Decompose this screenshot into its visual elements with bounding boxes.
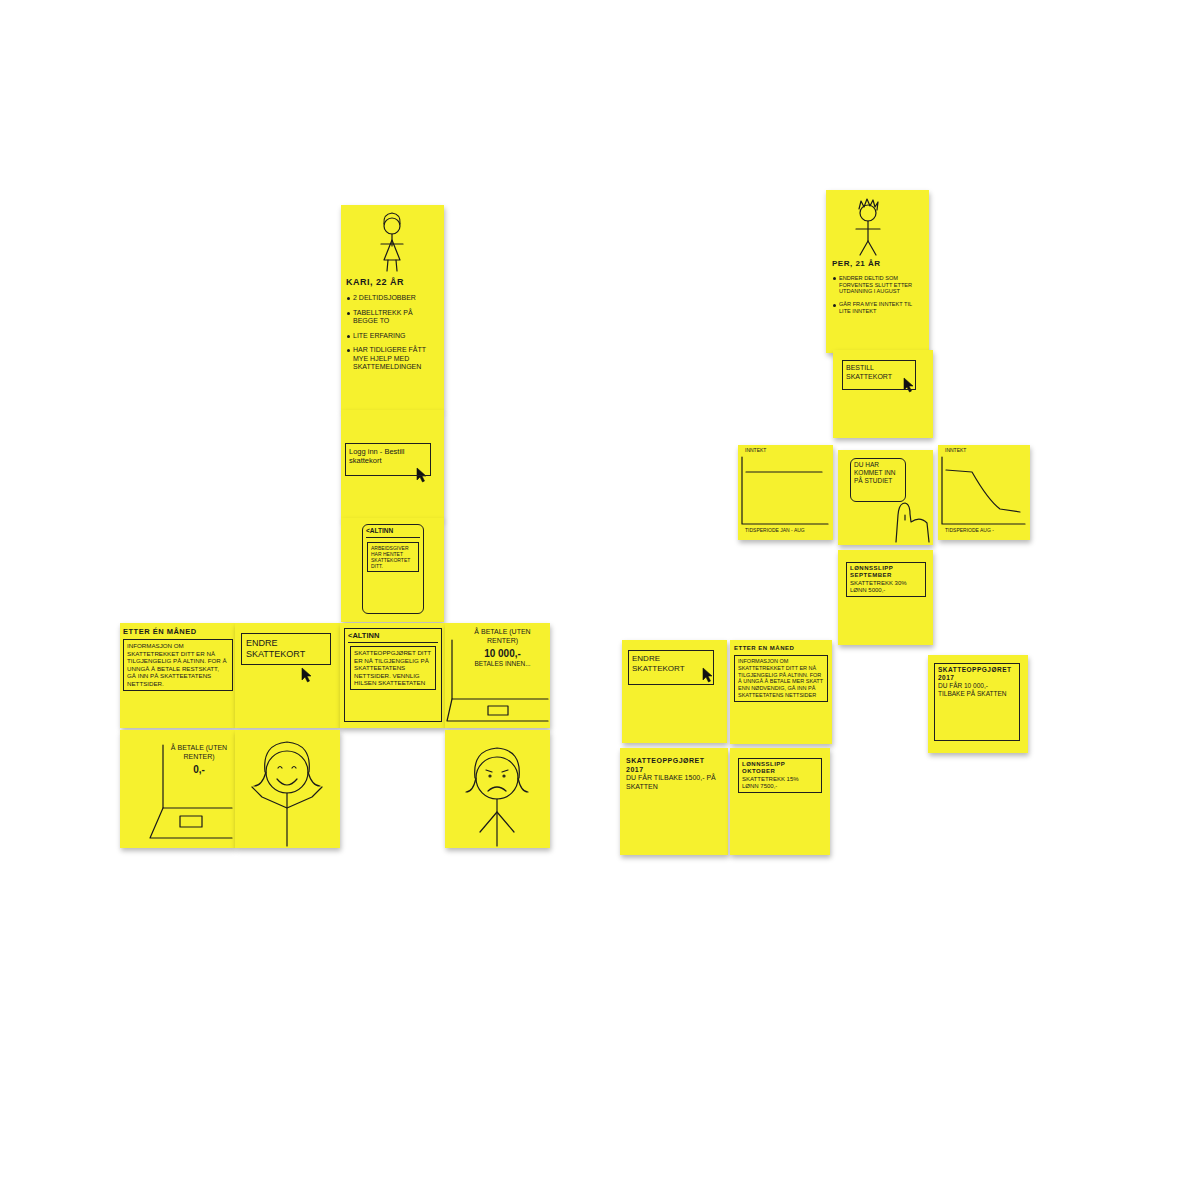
note-text: INFORMASJON OM SKATTETREKKET DITT ER NÅ …	[127, 642, 229, 687]
note-text: Å BETALE (UTEN RENTER)	[168, 744, 230, 761]
note-text: TABELLTREKK PÅ BEGGE TO	[346, 309, 439, 326]
laptop-sketch	[447, 640, 548, 721]
note-text: ARBEIDSGIVER HAR HENTET SKATTEKORTET DIT…	[371, 545, 415, 569]
axis-label: TIDSPERIODE JAN - AUG	[745, 528, 805, 534]
altinn-screen: <ALTINN SKATTEOPPGJØRET DITT ER NÅ TILGJE…	[344, 628, 442, 722]
sticky-note	[833, 350, 933, 438]
kari-figure	[381, 213, 403, 271]
message-box: INFORMASJON OM SKATTETREKKET DITT ER NÅ …	[123, 639, 233, 690]
change-button: ENDRE SKATTEKORT	[628, 650, 714, 685]
note-text: SKATTEOPPGJØRET DITT ER NÅ TILGJENGELIG …	[354, 649, 432, 687]
happy-face-figure	[252, 742, 322, 846]
note-text: LITE ERFARING	[346, 332, 439, 341]
sticky-note	[235, 730, 340, 848]
sticky-note	[838, 450, 933, 545]
mouse-cursor	[703, 668, 712, 682]
sticky-note	[738, 445, 833, 540]
message-box: SKATTEOPPGJØRET DITT ER NÅ TILGJENGELIG …	[350, 646, 436, 690]
note-text: 2 DELTIDSJOBBER	[346, 294, 439, 303]
note-text: BESTILL SKATTEKORT	[846, 364, 903, 381]
note-text: PER, 21 ÅR	[832, 259, 925, 269]
sticky-note	[826, 190, 929, 353]
note-text: HAR TIDLIGERE FÅTT MYE HJELP MED SKATTEM…	[346, 346, 439, 372]
note-text: ETTER ÉN MÅNED	[123, 627, 233, 636]
payslip-box: LØNNSSLIPP SEPTEMBERSKATTETREKK 30%LØNN …	[846, 562, 926, 597]
laptop-screen-text: Å BETALE (UTEN RENTER) 10 000,-BETALES IN…	[459, 628, 546, 668]
sad-face-figure	[466, 748, 528, 846]
hand-sketch	[896, 503, 929, 542]
note-text: SKATTETREKK 15%	[742, 776, 818, 783]
note-text: SKATTEOPPGJØRET 2017	[626, 757, 722, 774]
mouse-cursor	[302, 668, 311, 682]
phone-screen: <ALTINN ARBEIDSGIVER HAR HENTET SKATTEKOR…	[362, 524, 424, 614]
note: ETTER ÉN MÅNED INFORMASJON OM SKATTETREKK…	[123, 627, 233, 691]
change-button: ENDRE SKATTEKORT	[241, 633, 331, 665]
note-text: ENDRE SKATTEKORT	[246, 638, 326, 660]
order-button: BESTILL SKATTEKORT	[842, 360, 916, 390]
message-box: ARBEIDSGIVER HAR HENTET SKATTEKORTET DIT…	[367, 542, 419, 572]
laptop-screen-text: Å BETALE (UTEN RENTER) 0,-	[168, 744, 230, 776]
sticky-note	[938, 445, 1030, 540]
note-text: LØNNSSLIPP SEPTEMBER	[850, 565, 922, 580]
note-text: GÅR FRA MYE INNTEKT TIL LITE INNTEKT	[832, 301, 925, 315]
sticky-note	[838, 550, 933, 645]
message-box: INFORMASJON OM SKATTETREKKET DITT ER NÅ …	[734, 655, 828, 701]
note-text: LØNN 7500,-	[742, 783, 818, 790]
sticky-note	[445, 730, 550, 848]
tax-settlement-box: SKATTEOPPGJØRET 2017DU FÅR 10 000,- TILB…	[934, 663, 1020, 741]
note-text: <ALTINN	[366, 527, 420, 538]
axis-label: INNTEKT	[745, 448, 766, 454]
note-text: DU FÅR 10 000,- TILBAKE PÅ SKATTEN	[938, 682, 1016, 698]
mouse-cursor	[417, 468, 426, 482]
phone-screen: DU HAR KOMMET INN PÅ STUDIET	[850, 458, 906, 502]
laptop-sketch	[150, 745, 232, 838]
note-text: KARI, 22 ÅR	[346, 277, 439, 288]
login-button: Logg inn - Bestill skattekort	[345, 443, 431, 476]
note-text: Å BETALE (UTEN RENTER)	[459, 628, 546, 645]
note-text: DU FÅR TILBAKE 1500,- PÅ SKATTEN	[626, 774, 722, 791]
note-text: 0,-	[168, 764, 230, 776]
note-text: BETALES INNEN...	[459, 660, 546, 668]
note-text: Logg inn - Bestill skattekort	[349, 447, 414, 465]
income-graph	[742, 457, 828, 524]
sticky-note	[341, 205, 444, 411]
sticky-note	[620, 748, 728, 855]
persona-note: PER, 21 ÅR ENDRER DELTID SOM FORVENTES SL…	[832, 259, 925, 315]
note-text: ETTER EN MÅNED	[734, 645, 828, 652]
note-text: SKATTETREKK 30%	[850, 580, 922, 587]
note: ETTER EN MÅNED INFORMASJON OM SKATTETREKK…	[734, 645, 828, 702]
axis-label: INNTEKT	[945, 448, 966, 454]
note-text: LØNNSSLIPP OKTOBER	[742, 761, 818, 776]
note-text: 10 000,-	[459, 648, 546, 660]
note-text: ENDRER DELTID SOM FORVENTES SLUTT ETTER …	[832, 275, 925, 295]
per-figure	[856, 199, 880, 255]
note-text: <ALTINN	[348, 631, 438, 643]
tax-settlement-note: SKATTEOPPGJØRET 2017DU FÅR TILBAKE 1500,…	[626, 757, 722, 791]
income-graph	[942, 457, 1025, 524]
note-text: DU HAR KOMMET INN PÅ STUDIET	[854, 461, 902, 485]
note-text: SKATTEOPPGJØRET 2017	[938, 666, 1016, 682]
note-text: INFORMASJON OM SKATTETREKKET DITT ER NÅ …	[738, 658, 824, 698]
note-text: LØNN 5000,-	[850, 587, 922, 594]
note-text: ENDRE SKATTEKORT	[632, 654, 701, 674]
payslip-box: LØNNSSLIPP OKTOBERSKATTETREKK 15%LØNN 75…	[738, 758, 822, 793]
persona-note: KARI, 22 ÅR 2 DELTIDSJOBBER TABELLTREKK PÅ…	[346, 277, 439, 372]
axis-label: TIDSPERIODE AUG -	[945, 528, 994, 534]
